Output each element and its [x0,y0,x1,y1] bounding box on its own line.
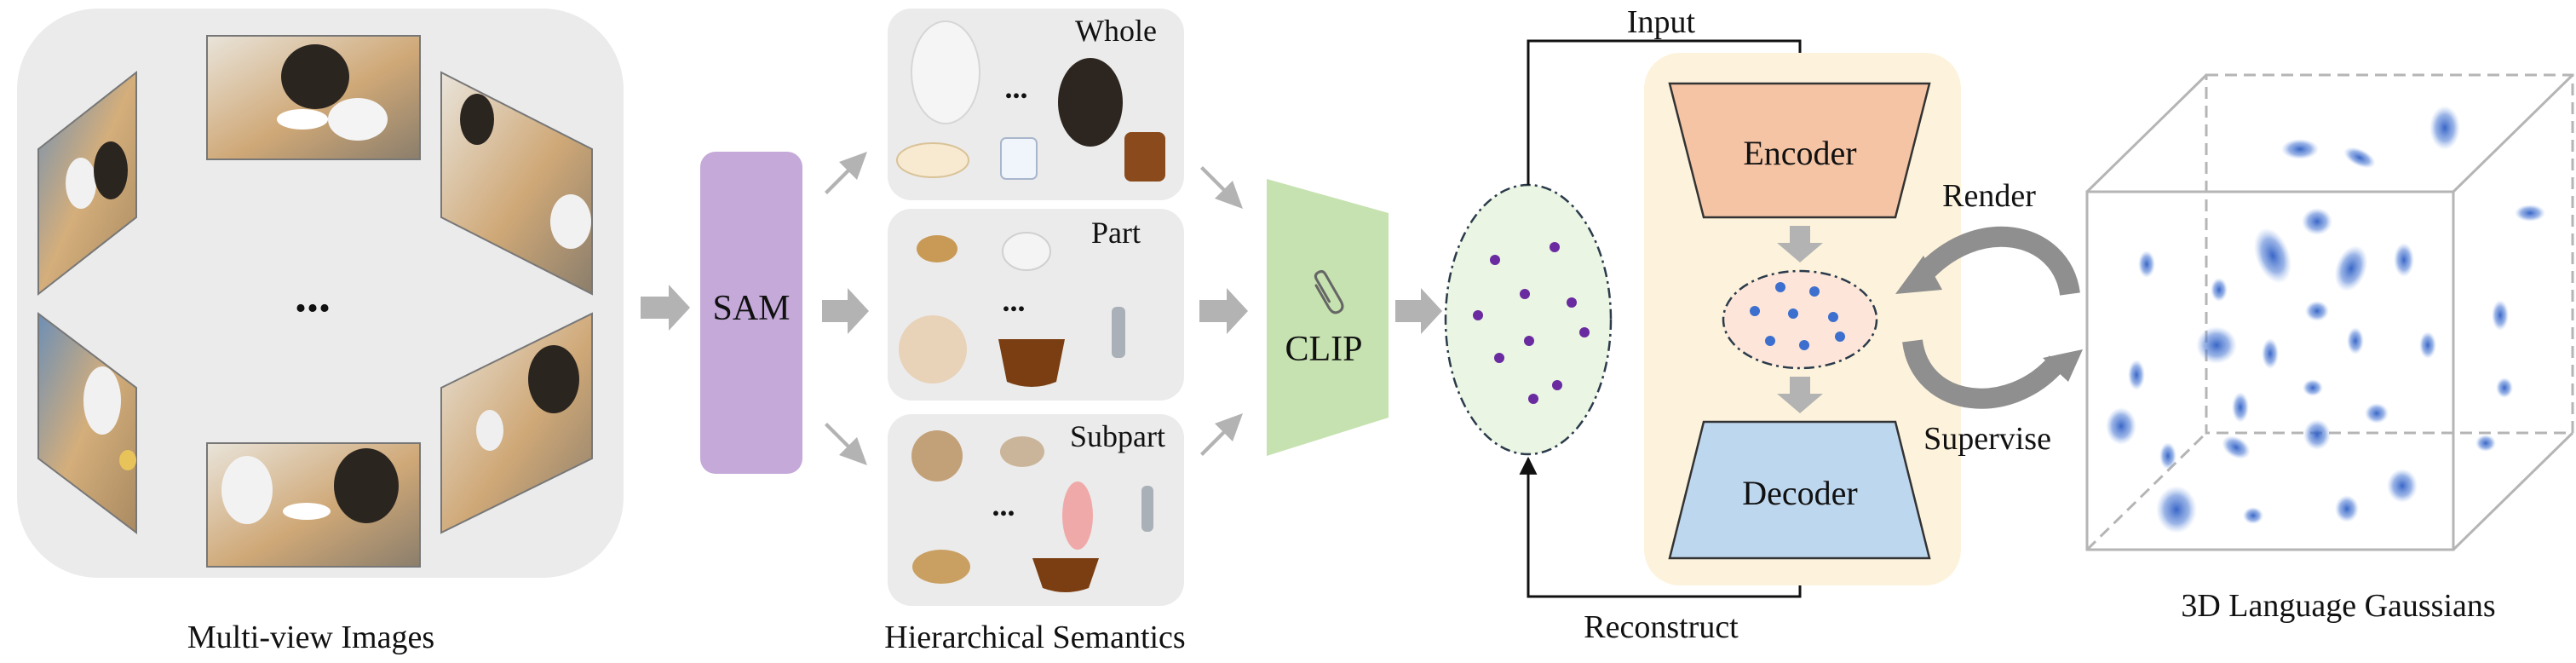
clip-label: CLIP [1285,330,1362,369]
decoder-block [1668,420,1931,560]
render-arrow [1912,226,2080,297]
gaussian-cube [2085,73,2574,551]
view-image-top [206,35,421,160]
semantics-whole-panel: Whole ... [888,9,1184,200]
subpart-cookie [912,550,970,584]
sam-label: SAM [712,289,790,328]
supervise-label: Supervise [1923,421,2051,457]
semantics-part-panel: Part ... [888,209,1184,401]
arrow-images-to-sam [641,285,690,331]
part-spoon [1112,307,1125,358]
latent-points [1750,282,1845,350]
view-image-right-bottom [440,312,593,534]
gaussians-caption: 3D Language Gaussians [2181,588,2495,624]
part-bunny-head [1002,232,1051,271]
supervise-arrowhead [2043,349,2083,382]
input-label: Input [1627,4,1696,40]
encoder-label: Encoder [1743,134,1856,172]
subpart-piece-1 [911,430,963,481]
whole-glass [1124,132,1165,182]
semantics-whole-label: Whole [1075,14,1157,48]
semantics-subpart-panel: Subpart ... [888,414,1184,606]
clip-block [1267,179,1389,456]
sam-block [700,152,802,474]
paperclip-icon [1314,270,1344,314]
render-label: Render [1942,178,2036,214]
arrow-latent-to-decoder [1777,377,1823,413]
arrow-sam-to-subpart [825,423,867,465]
arrow-sam-to-whole [825,152,867,194]
clip-feature-space [1444,183,1613,456]
subpart-bowl [1032,558,1099,592]
part-ellipsis: ... [1003,284,1026,318]
encoder-block [1668,82,1931,219]
whole-cookie-plate [896,142,969,178]
subpart-pink [1062,481,1093,550]
reconstruct-label: Reconstruct [1584,609,1739,645]
subpart-spoon [1141,486,1153,532]
view-image-bottom [206,442,421,568]
view-image-left-bottom [37,311,137,535]
subpart-piece-2 [1000,436,1044,467]
whole-bear [1058,58,1123,147]
multi-view-caption: Multi-view Images [187,620,434,655]
part-bear-body [899,315,967,383]
part-cookie [917,235,957,262]
hierarchical-caption: Hierarchical Semantics [884,620,1185,655]
latent-space [1722,269,1878,370]
arrow-sam-to-part [822,288,869,334]
whole-cup [1000,137,1038,180]
view-image-right-top [440,71,593,296]
semantics-part-label: Part [1091,216,1141,250]
arrow-encoder-to-latent [1777,226,1823,262]
language-gaussians [2106,106,2545,533]
arrow-subpart-to-clip [1200,413,1243,456]
render-arrowhead [1895,256,1942,294]
multi-view-ellipsis: ... [295,269,331,322]
arrow-clip-to-features [1395,288,1442,334]
semantics-subpart-label: Subpart [1070,419,1165,453]
clip-feature-points [1473,242,1590,404]
whole-bunny [911,20,980,124]
arrow-whole-to-clip [1200,166,1243,209]
multi-view-panel: ... [17,9,624,578]
supervise-arrow [1902,338,2066,409]
view-image-left-top [37,70,137,297]
part-glass-bowl [998,339,1065,387]
whole-ellipsis: ... [1005,71,1028,105]
decoder-label: Decoder [1742,474,1857,512]
arrow-part-to-clip [1199,288,1248,334]
subpart-ellipsis: ... [992,488,1015,522]
